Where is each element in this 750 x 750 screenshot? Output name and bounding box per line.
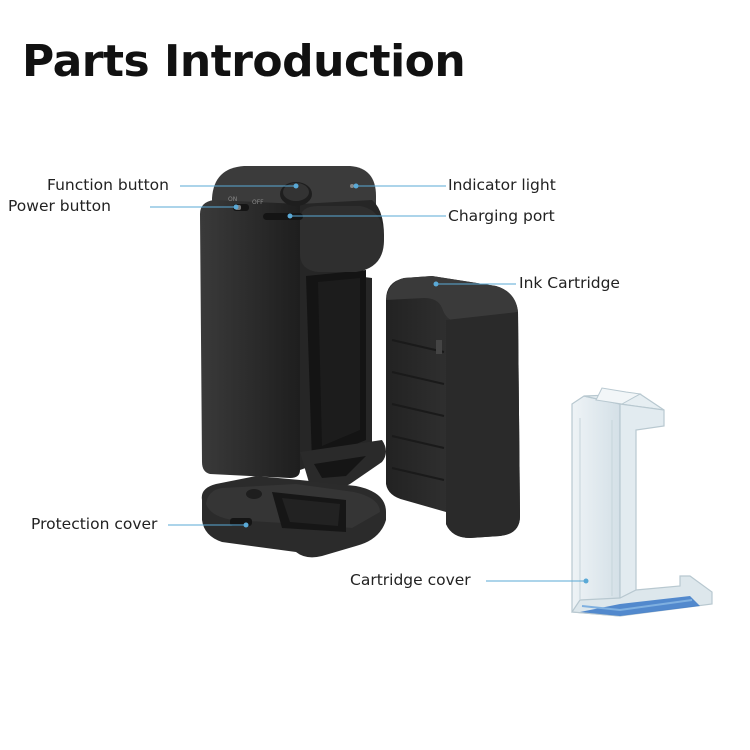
- switch-on-mark: ON: [228, 196, 237, 203]
- label-power-button: Power button: [8, 197, 111, 215]
- cartridge-cover: [570, 387, 713, 617]
- page-title: Parts Introduction: [22, 36, 466, 87]
- switch-off-mark: OFF: [252, 199, 264, 206]
- label-function-button: Function button: [47, 176, 169, 194]
- printer-body: [200, 166, 386, 491]
- leader-lines: [150, 185, 586, 582]
- protection-cover: [201, 476, 386, 558]
- leader-dots: [233, 183, 589, 584]
- ink-cartridge: [386, 276, 520, 538]
- label-cartridge-cover: Cartridge cover: [350, 571, 471, 589]
- label-protection-cover: Protection cover: [31, 515, 158, 533]
- label-ink-cartridge: Ink Cartridge: [519, 274, 620, 292]
- label-indicator-light: Indicator light: [448, 176, 556, 194]
- label-charging-port: Charging port: [448, 207, 555, 225]
